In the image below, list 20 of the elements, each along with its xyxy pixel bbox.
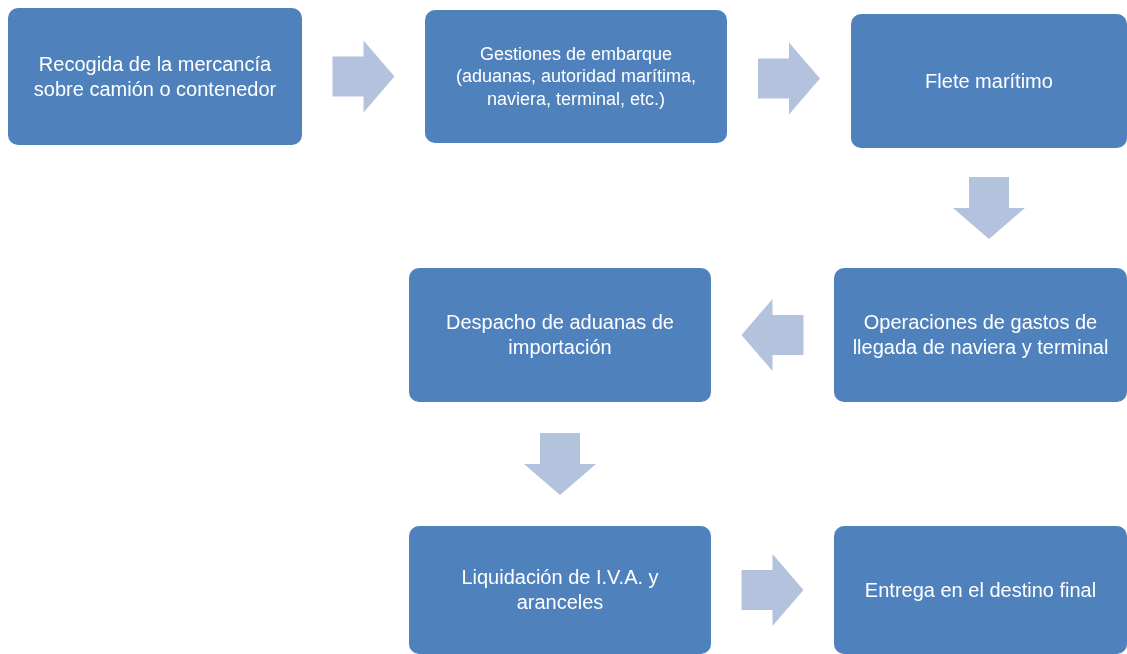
box-label: Despacho de aduanas de importación	[445, 310, 675, 360]
block-arrow	[332, 40, 395, 113]
block-arrow	[524, 433, 596, 495]
block-arrow	[758, 42, 820, 115]
box-label: Recogida de la mercancía sobre camión o contenedor	[32, 51, 278, 102]
process-box	[851, 14, 1127, 148]
box-label: Entrega en el destino final	[864, 577, 1097, 603]
process-box	[425, 10, 727, 143]
process-box	[8, 8, 302, 145]
process-box	[834, 526, 1127, 654]
process-box	[409, 268, 711, 402]
block-arrow	[741, 299, 804, 371]
box-label: Liquidación de I.V.A. y aranceles	[460, 565, 660, 615]
box-label: Gestiones de embarque (aduanas, autoridad marítima, naviera, terminal, etc.)	[454, 42, 698, 111]
box-label: Flete marítimo	[925, 68, 1053, 94]
process-box	[409, 526, 711, 654]
block-arrow	[953, 177, 1025, 239]
block-arrow	[741, 554, 804, 626]
box-label: Operaciones de gastos de llegada de naviera y terminal	[851, 310, 1110, 360]
process-box	[834, 268, 1127, 402]
